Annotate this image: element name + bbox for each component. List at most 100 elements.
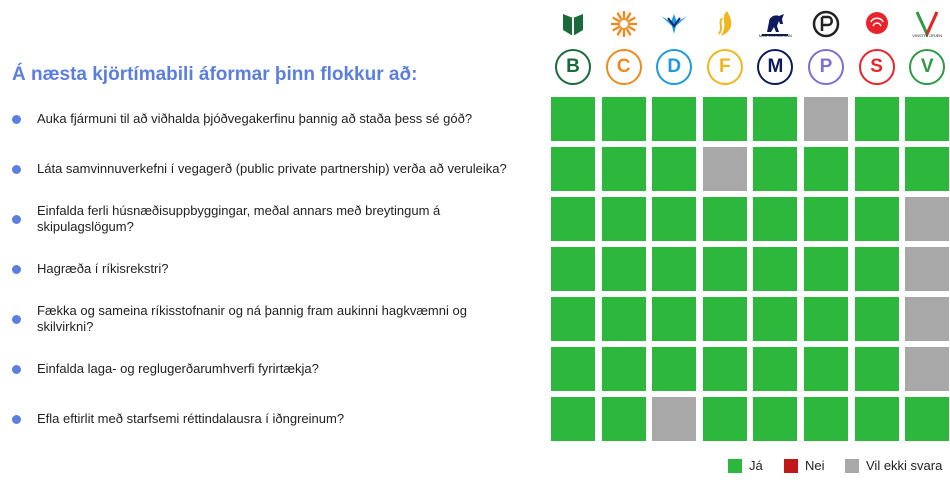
question-row: Auka fjármuni til að viðhalda þjóðvegake… — [0, 97, 530, 141]
bullet-icon — [12, 264, 21, 274]
answer-cell — [551, 347, 595, 391]
bullet-icon — [12, 414, 21, 424]
question-text: Láta samvinnuverkefni í vegagerð (public… — [37, 161, 507, 176]
vg-logo-icon — [909, 6, 945, 42]
answer-cell — [854, 197, 899, 241]
answer-cell — [804, 397, 848, 441]
question-text: Hagræða í ríkisrekstri? — [37, 261, 169, 276]
party-letter-s: S — [858, 49, 895, 85]
answer-cell — [905, 397, 950, 441]
answer-cell — [652, 97, 697, 141]
chart-title: Á næsta kjörtímabili áformar þinn flokku… — [12, 64, 418, 85]
logo-caption: VINSTRI GRÆN — [912, 33, 943, 38]
party-letter-v: V — [909, 49, 946, 85]
rose-logo-icon — [859, 6, 895, 42]
legend-label: Já — [749, 458, 763, 473]
answer-cell — [905, 97, 950, 141]
party-letter-f: F — [706, 49, 743, 85]
answer-cell — [905, 297, 950, 341]
bullet-icon — [12, 114, 21, 124]
vidreisn-logo-icon — [606, 6, 642, 42]
answer-cell — [905, 347, 950, 391]
answer-cell — [702, 347, 747, 391]
answer-cell — [702, 97, 747, 141]
legend-swatch — [845, 458, 859, 473]
logo-caption: MIÐFLOKKURINN — [758, 33, 792, 38]
party-letter-p: P — [808, 49, 844, 85]
answer-cell — [601, 297, 646, 341]
answer-cell — [551, 147, 595, 191]
answer-cell — [702, 397, 747, 441]
legend-label: Nei — [805, 458, 825, 473]
bullet-icon — [12, 364, 21, 374]
question-text: Einfalda ferli húsnæðisuppbyggingar, með… — [37, 203, 441, 234]
answer-cell — [702, 197, 747, 241]
answer-cell — [854, 97, 899, 141]
answer-cell — [551, 197, 595, 241]
answer-cell — [551, 247, 595, 291]
question-text: Efla eftirlit með starfsemi réttindalaus… — [37, 411, 345, 426]
answer-cell — [702, 247, 747, 291]
answer-cell — [702, 297, 747, 341]
answer-cell — [601, 397, 646, 441]
answer-cell — [753, 247, 798, 291]
question-row: Fækka og sameina ríkisstofnanir og ná þa… — [0, 297, 530, 341]
answer-cell — [854, 297, 899, 341]
falcon-logo-icon — [656, 6, 692, 42]
answer-cell — [804, 347, 848, 391]
answer-cell — [804, 147, 848, 191]
legend-swatch — [728, 458, 742, 473]
answer-cell — [652, 197, 697, 241]
question-text: Fækka og sameina ríkisstofnanir og ná þa… — [37, 303, 467, 334]
question-row: Láta samvinnuverkefni í vegagerð (public… — [0, 147, 530, 191]
answer-cell — [854, 397, 899, 441]
answer-cell — [854, 147, 899, 191]
answer-cell — [601, 147, 646, 191]
answer-cell — [652, 297, 697, 341]
answer-cell — [652, 247, 697, 291]
answer-cell — [753, 297, 798, 341]
answer-cell — [804, 97, 848, 141]
answer-cell — [753, 397, 798, 441]
answer-cell — [601, 247, 646, 291]
legend-item: Nei — [784, 458, 825, 473]
answer-cell — [551, 397, 595, 441]
answer-cell — [652, 397, 697, 441]
answer-cell — [905, 247, 950, 291]
answer-cell — [905, 197, 950, 241]
answer-cell — [551, 297, 595, 341]
answer-cell — [753, 347, 798, 391]
answer-cell — [854, 347, 899, 391]
party-letter-b: B — [555, 49, 591, 85]
question-row: Einfalda laga- og reglugerðarumhverfi fy… — [0, 347, 530, 391]
question-text: Auka fjármuni til að viðhalda þjóðvegake… — [37, 111, 473, 126]
answer-cell — [702, 147, 747, 191]
answer-cell — [551, 97, 595, 141]
question-row: Hagræða í ríkisrekstri? — [0, 247, 530, 291]
flame-logo-icon — [707, 6, 743, 42]
legend-item: Vil ekki svara — [845, 458, 942, 473]
question-row: Efla eftirlit með starfsemi réttindalaus… — [0, 397, 530, 441]
question-text: Einfalda laga- og reglugerðarumhverfi fy… — [37, 361, 319, 376]
answer-cell — [652, 147, 697, 191]
answer-cell — [753, 97, 798, 141]
party-letter-d: D — [656, 49, 693, 85]
answer-cell — [652, 347, 697, 391]
answer-cell — [804, 297, 848, 341]
answer-cell — [601, 347, 646, 391]
framsokn-logo-icon — [555, 6, 591, 42]
question-row: Einfalda ferli húsnæðisuppbyggingar, með… — [0, 197, 530, 241]
horse-logo-icon — [757, 6, 793, 42]
answer-cell — [753, 147, 798, 191]
legend-label: Vil ekki svara — [866, 458, 943, 473]
answer-cell — [804, 247, 848, 291]
answer-cell — [601, 197, 646, 241]
bullet-icon — [12, 314, 21, 324]
party-letter-m: M — [757, 49, 794, 85]
answer-cell — [804, 197, 848, 241]
party-letter-c: C — [605, 49, 642, 85]
pirate-logo-icon — [808, 6, 844, 42]
answer-cell — [753, 197, 798, 241]
legend-swatch — [784, 458, 798, 473]
bullet-icon — [12, 164, 21, 174]
